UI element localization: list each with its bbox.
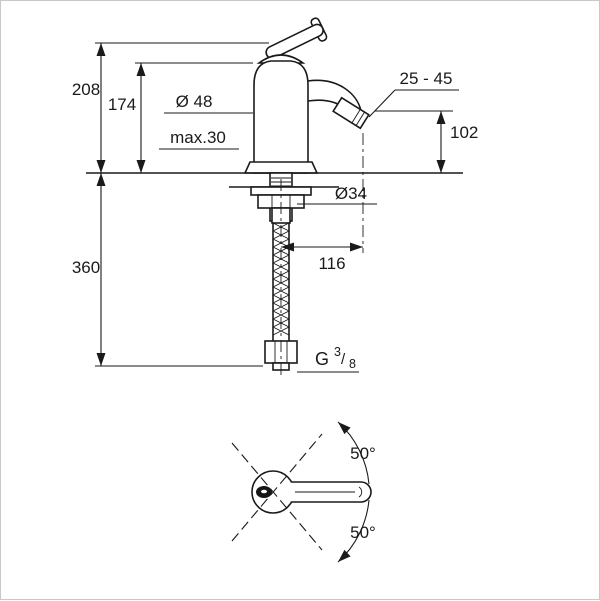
extension-lines xyxy=(95,42,453,367)
dimension-arrowheads xyxy=(96,43,446,366)
spout-mousseur xyxy=(332,96,370,130)
swivel-angle-lower-label: 50° xyxy=(350,523,376,542)
leader-lines xyxy=(159,89,459,373)
swivel-angle-upper-label: 50° xyxy=(350,444,376,463)
dim-hole-diameter-label: Ø34 xyxy=(335,184,367,203)
aerator-slit xyxy=(261,489,267,494)
dim-max-thickness-label: max.30 xyxy=(170,128,226,147)
dim-body-height-label: 174 xyxy=(108,95,136,114)
swivel-range-annotations: 50° 50° xyxy=(231,421,376,563)
dim-spout-projection-label: 116 xyxy=(318,254,345,273)
thread-numerator: 3 xyxy=(334,345,341,359)
faucet-side-view xyxy=(86,17,463,379)
spout-outer-curve xyxy=(307,79,362,112)
dim-outlet-height-label: 102 xyxy=(450,123,478,142)
faucet-bottom-view: 50° 50° xyxy=(231,421,376,563)
thread-slash: / xyxy=(341,351,346,368)
base-escutcheon xyxy=(243,161,319,174)
faucet-body xyxy=(253,60,309,174)
dimension-annotations: 208 174 Ø 48 max.30 25 - 45 102 Ø34 116 … xyxy=(72,42,478,373)
dim-spout-range-label: 25 - 45 xyxy=(400,69,453,88)
dim-total-height-label: 208 xyxy=(72,80,100,99)
handle-tip-detail xyxy=(358,486,363,498)
dim-hose-length-label: 360 xyxy=(72,258,100,277)
lever-handle xyxy=(265,17,328,60)
thread-prefix: G xyxy=(315,349,329,369)
thread-denominator: 8 xyxy=(349,357,356,371)
dim-base-diameter-label: Ø 48 xyxy=(176,92,213,111)
thread-size-label: G 3 / 8 xyxy=(315,345,356,371)
